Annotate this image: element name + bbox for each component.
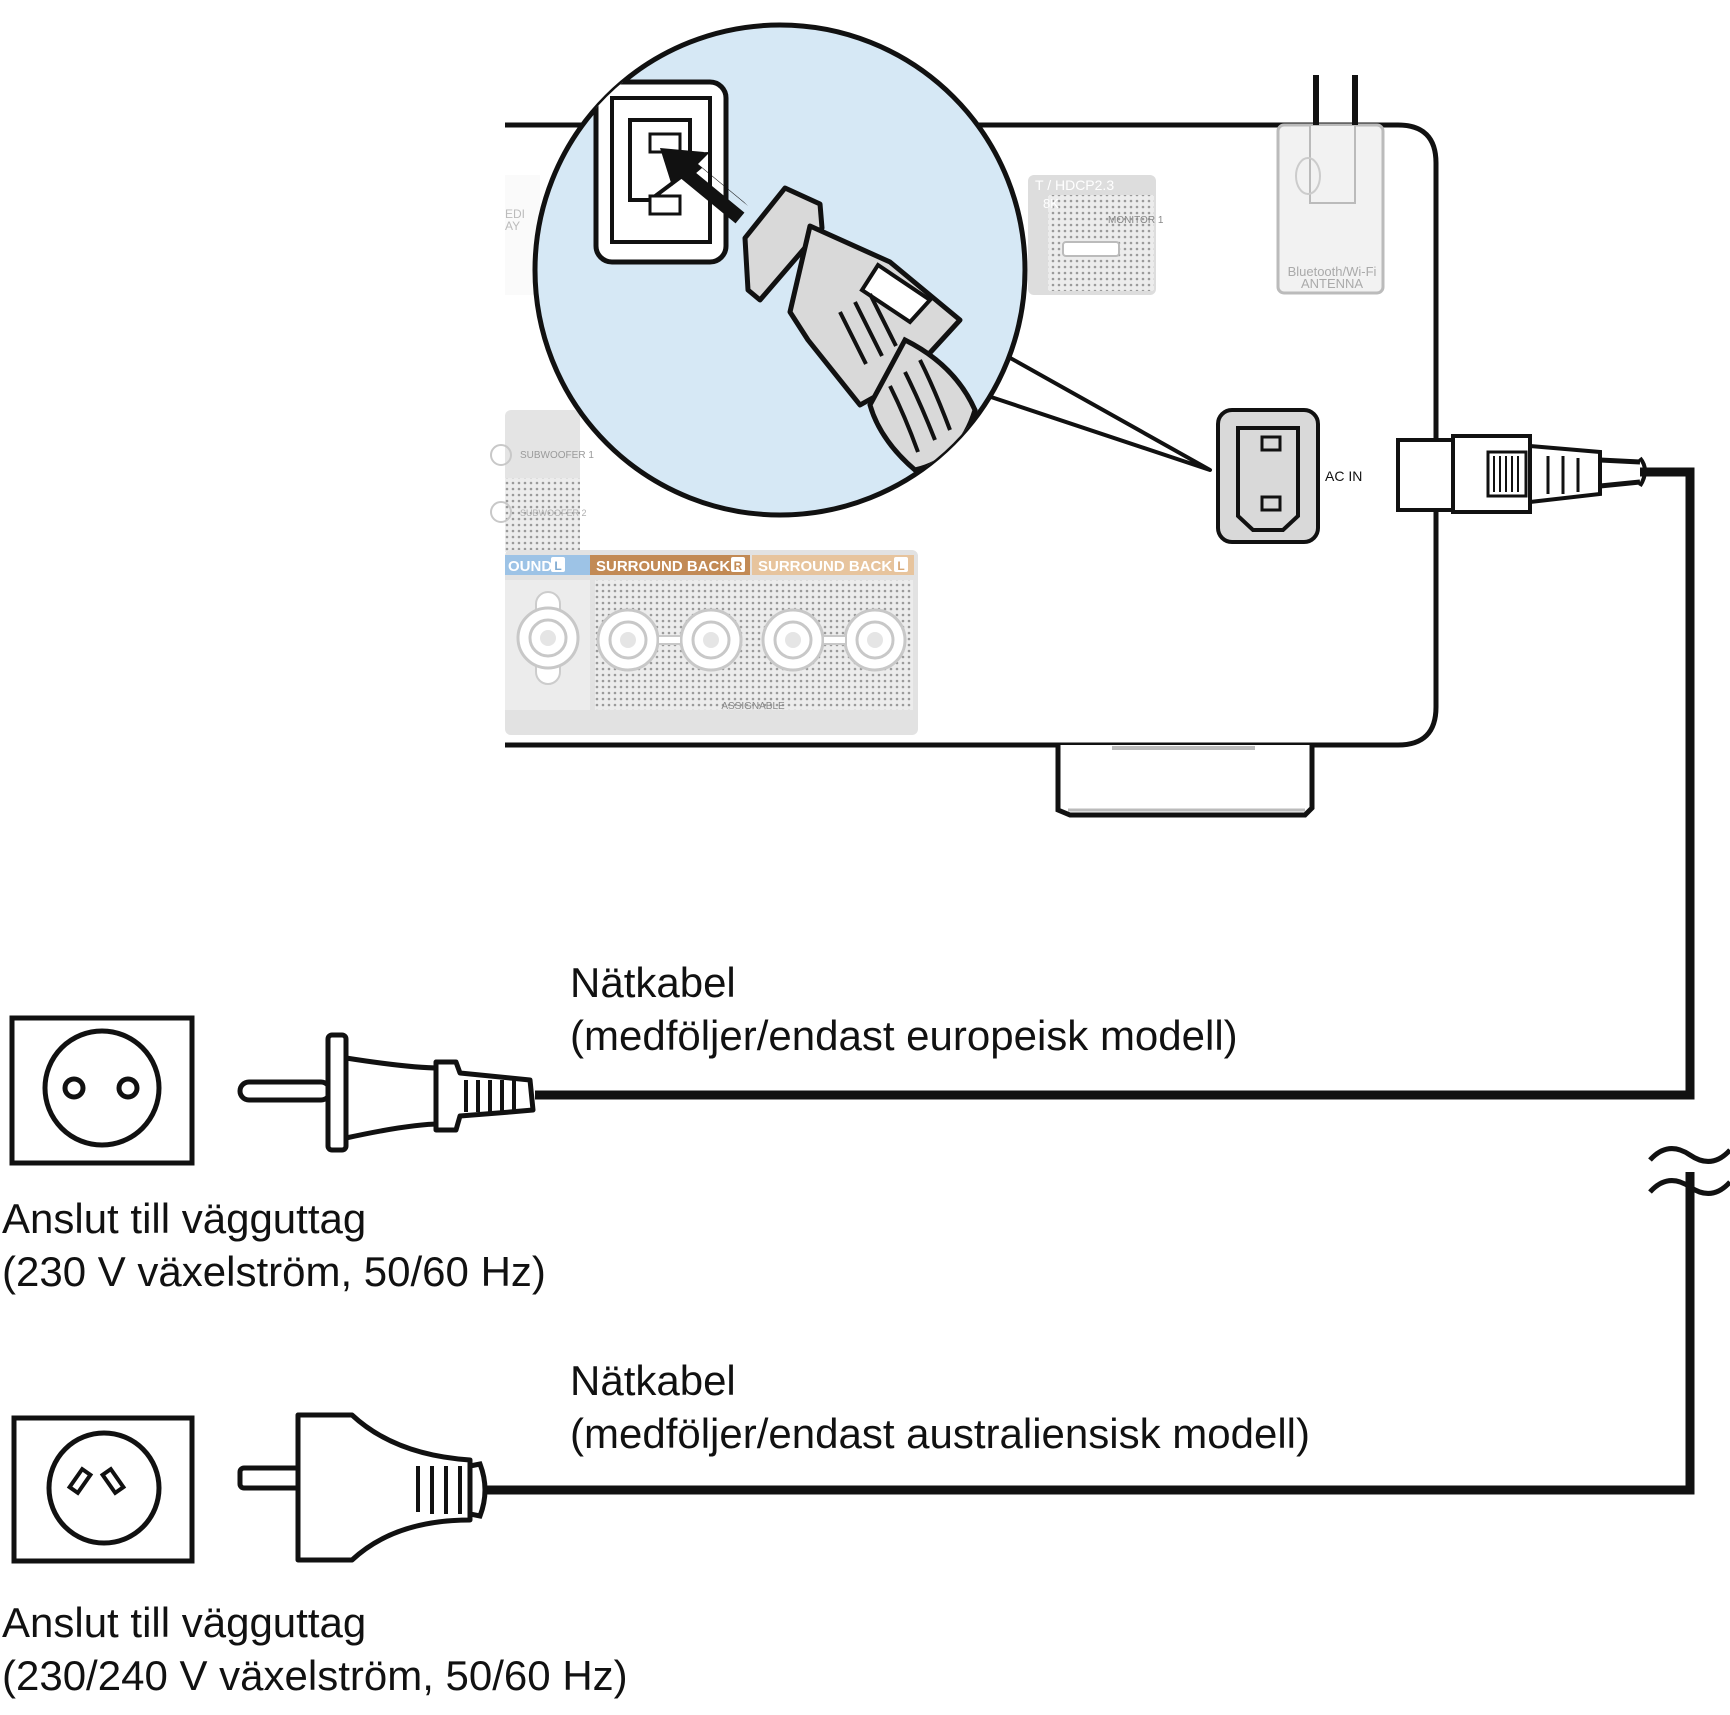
svg-text:L: L — [554, 559, 561, 573]
binding-post-icon — [679, 608, 743, 672]
binding-post-icon — [761, 608, 825, 672]
binding-post-icon — [516, 591, 580, 685]
ac-inlet-zoom-icon — [593, 79, 729, 265]
subwoofer-1-label: SUBWOOFER 1 — [520, 450, 594, 461]
subwoofer-2-label: SUBWOOFER 2 — [520, 508, 587, 518]
antenna-label: Bluetooth/Wi-Fi — [1288, 264, 1377, 279]
eu-cable-note: (medföljer/endast europeisk modell) — [570, 1012, 1238, 1059]
eu-plug-icon — [237, 1032, 536, 1153]
eu-outlet-title: Anslut till vägguttag — [2, 1195, 367, 1242]
antenna-icon: Bluetooth/Wi-Fi ANTENNA — [1276, 75, 1385, 295]
au-outlet-note: (230/240 V växelström, 50/60 Hz) — [2, 1652, 628, 1699]
media-label: AY — [505, 219, 520, 233]
surround-left-label: OUND — [508, 558, 552, 575]
hdmi-monitor-port-block: T / HDCP2.3 8K MONITOR 1 — [1028, 175, 1164, 295]
hdmi-port-icon — [1062, 241, 1120, 257]
assignable-label: ASSIGNABLE — [721, 701, 785, 712]
surround-back-left-label: SURROUND BACK — [758, 558, 892, 575]
iec-connector-icon — [1396, 434, 1647, 514]
hdmi-monitor-label: MONITOR 1 — [1108, 215, 1164, 226]
binding-post-icon — [596, 608, 660, 672]
subwoofer-block: SUBWOOFER 1 SUBWOOFER 2 — [490, 410, 594, 555]
hdmi-label: T / HDCP2.3 — [1035, 177, 1114, 193]
au-plug-icon — [237, 1412, 488, 1563]
binding-post-icon — [843, 608, 907, 672]
surround-back-right-label: SURROUND BACK — [596, 558, 730, 575]
au-outlet-title: Anslut till vägguttag — [2, 1599, 367, 1646]
power-cable-line — [535, 467, 1695, 1100]
left-channel-badge: L — [897, 559, 904, 573]
antenna-label: ANTENNA — [1301, 276, 1363, 291]
magnified-detail-callout — [532, 22, 1212, 518]
hdmi-8k-label: 8K — [1043, 196, 1059, 211]
au-wall-socket-icon — [11, 1415, 195, 1564]
ac-in-label: AC IN — [1325, 468, 1362, 484]
ac-inlet-socket: AC IN — [1216, 408, 1362, 544]
eu-wall-socket-icon — [9, 1015, 195, 1166]
iec-plug-zoom-icon — [742, 185, 978, 473]
right-channel-badge: R — [734, 559, 743, 573]
au-cable-note: (medföljer/endast australiensisk modell) — [570, 1410, 1310, 1457]
receiver-rear-panel: Bluetooth/Wi-Fi ANTENNA T / HDCP2.3 8K M… — [490, 75, 1647, 818]
eu-cable-title: Nätkabel — [570, 959, 736, 1006]
power-cable-line — [485, 1172, 1695, 1495]
cable-break-icon — [1648, 1146, 1730, 1196]
receiver-foot — [1055, 745, 1315, 818]
au-cable-title: Nätkabel — [570, 1357, 736, 1404]
media-label: EDI — [505, 207, 525, 221]
speaker-binding-posts — [516, 591, 907, 685]
media-player-strip: EDI AY — [505, 175, 540, 295]
insert-arrow-icon — [660, 148, 748, 224]
eu-outlet-note: (230 V växelström, 50/60 Hz) — [2, 1248, 546, 1295]
